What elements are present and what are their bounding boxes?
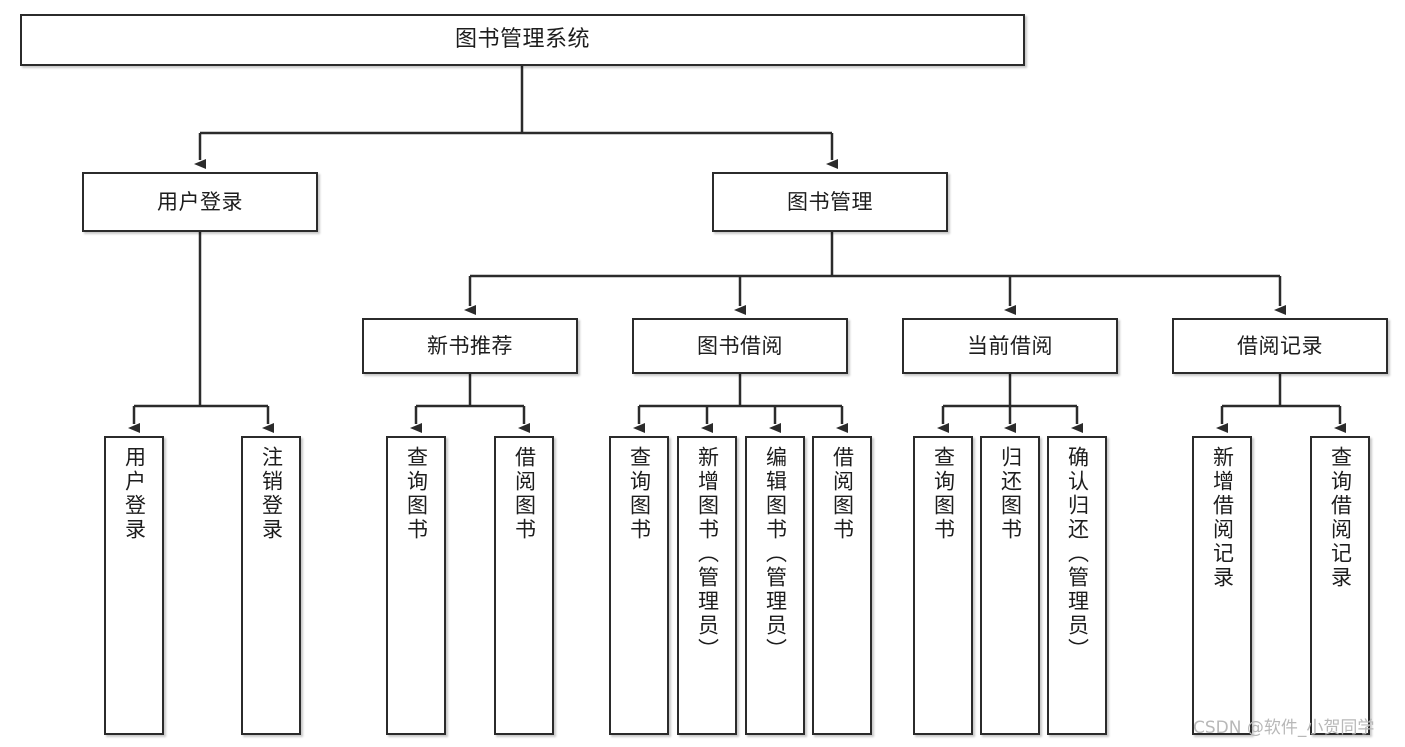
node-label: 借阅图书 (512, 446, 537, 542)
node-book-management[interactable]: 图书管理 (712, 172, 948, 232)
leaf-borrow-borrow-book[interactable]: 借阅图书 (812, 436, 872, 735)
csdn-watermark: CSDN @软件_小贺同学 (1193, 718, 1375, 738)
node-label: 注销登录 (259, 446, 284, 542)
leaf-current-return-book[interactable]: 归还图书 (980, 436, 1040, 735)
leaf-borrow-edit-book-admin[interactable]: 编辑图书（管理员） (745, 436, 805, 735)
node-label: 借阅记录 (1237, 333, 1323, 358)
node-label: 新增图书（管理员） (695, 446, 720, 662)
leaf-user-login-login[interactable]: 用户登录 (104, 436, 164, 735)
node-label: 新书推荐 (427, 333, 513, 358)
node-label: 编辑图书（管理员） (763, 446, 788, 662)
node-label: 查询借阅记录 (1328, 446, 1353, 590)
node-label: 归还图书 (998, 446, 1023, 542)
node-label: 查询图书 (931, 446, 956, 542)
node-label: 新增借阅记录 (1210, 446, 1235, 590)
node-label: 图书管理系统 (454, 27, 590, 53)
leaf-recommend-borrow-book[interactable]: 借阅图书 (494, 436, 554, 735)
node-label: 用户登录 (157, 189, 243, 214)
node-label: 图书管理 (787, 189, 873, 214)
leaf-record-add-borrow-record[interactable]: 新增借阅记录 (1192, 436, 1252, 735)
node-label: 查询图书 (404, 446, 429, 542)
node-label: 用户登录 (122, 446, 147, 542)
leaf-current-confirm-return-admin[interactable]: 确认归还（管理员） (1047, 436, 1107, 735)
node-new-book-recommend[interactable]: 新书推荐 (362, 318, 578, 374)
node-book-borrow[interactable]: 图书借阅 (632, 318, 848, 374)
node-label: 查询图书 (627, 446, 652, 542)
leaf-borrow-query-book[interactable]: 查询图书 (609, 436, 669, 735)
leaf-user-login-logout[interactable]: 注销登录 (241, 436, 301, 735)
node-label: 当前借阅 (967, 333, 1053, 358)
node-current-borrow[interactable]: 当前借阅 (902, 318, 1118, 374)
leaf-record-query-borrow-record[interactable]: 查询借阅记录 (1310, 436, 1370, 735)
leaf-borrow-add-book-admin[interactable]: 新增图书（管理员） (677, 436, 737, 735)
node-label: 借阅图书 (830, 446, 855, 542)
node-user-login[interactable]: 用户登录 (82, 172, 318, 232)
node-label: 确认归还（管理员） (1065, 446, 1090, 662)
leaf-current-query-book[interactable]: 查询图书 (913, 436, 973, 735)
node-borrow-record[interactable]: 借阅记录 (1172, 318, 1388, 374)
node-label: 图书借阅 (697, 333, 783, 358)
node-root-book-management-system[interactable]: 图书管理系统 (20, 14, 1025, 66)
leaf-recommend-query-book[interactable]: 查询图书 (386, 436, 446, 735)
